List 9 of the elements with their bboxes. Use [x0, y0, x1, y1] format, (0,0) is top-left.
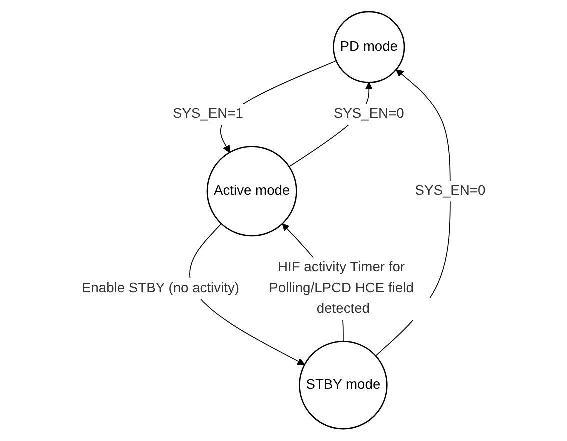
edge-label: HIF activity Timer for Polling/LPCD HCE field detected: [268, 260, 414, 317]
edge-label: SYS_EN=0: [334, 106, 404, 122]
edge-label: Enable STBY (no activity): [82, 281, 240, 296]
edge-label: SYS_EN=0: [414, 184, 486, 198]
node-circle: PD mode: [332, 11, 405, 84]
edge-label: SYS_EN=1: [172, 106, 244, 122]
arrow: [189, 223, 305, 366]
node-circle: Active mode: [206, 146, 298, 237]
node-circle: STBY mode: [298, 340, 388, 430]
